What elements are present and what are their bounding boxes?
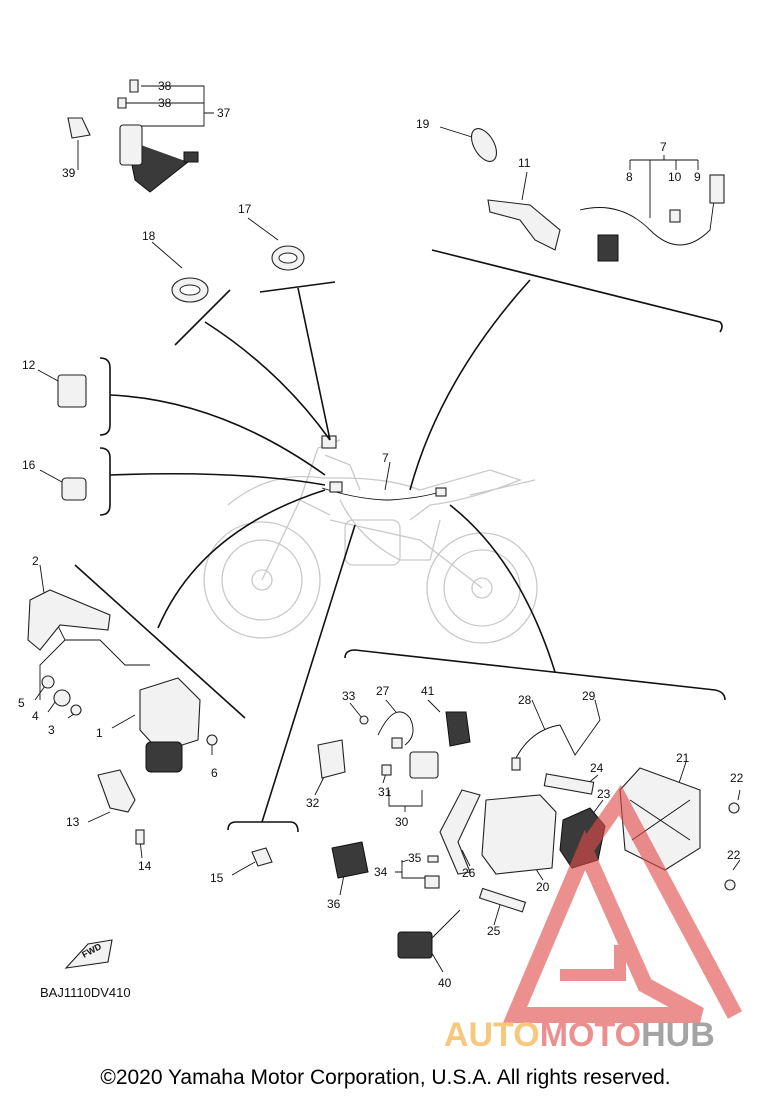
label-29: 29 (582, 689, 596, 703)
label-17: 17 (238, 202, 252, 216)
svg-text:AUTOMOTOHUB: AUTOMOTOHUB (444, 1016, 715, 1054)
label-38: 38 (158, 79, 172, 93)
watermark-text-auto: AUTO (444, 1016, 540, 1054)
label-34: 34 (374, 865, 388, 879)
label-23: 23 (597, 787, 611, 801)
label-22: 22 (730, 771, 744, 785)
label-15: 15 (210, 871, 224, 885)
label-7: 7 (660, 140, 667, 154)
label-30: 30 (395, 815, 409, 829)
label-37: 37 (217, 106, 231, 120)
part-shapes (27, 79, 740, 969)
label-41: 41 (421, 684, 435, 698)
label-38: 38 (158, 96, 172, 110)
label-25: 25 (487, 924, 501, 938)
label-33: 33 (342, 689, 356, 703)
label-14: 14 (138, 859, 152, 873)
label-2: 2 (32, 554, 39, 568)
watermark-logo: AUTOMOTOHUB (444, 784, 743, 1054)
label-9: 9 (694, 170, 701, 184)
label-5: 5 (18, 696, 25, 710)
copyright-footer: ©2020 Yamaha Motor Corporation, U.S.A. A… (100, 1066, 671, 1089)
label-8: 8 (626, 170, 633, 184)
label-12: 12 (22, 358, 36, 372)
label-3: 3 (48, 723, 55, 737)
label-11: 11 (518, 156, 531, 170)
label-20: 20 (536, 880, 550, 894)
label-4: 4 (32, 709, 39, 723)
label-22: 22 (727, 848, 741, 862)
label-28: 28 (518, 693, 532, 707)
label-26: 26 (462, 866, 476, 880)
label-19: 19 (416, 117, 430, 131)
label-35: 35 (408, 851, 422, 865)
callout-lines (34, 85, 741, 973)
label-6: 6 (211, 766, 218, 780)
motorcycle-outline (203, 439, 538, 644)
label-21: 21 (676, 751, 690, 765)
label-27: 27 (376, 684, 390, 698)
label-7: 7 (382, 451, 389, 465)
watermark-text-hub: HUB (641, 1016, 715, 1054)
drawing-code: BAJ1110DV410 (40, 985, 131, 1000)
watermark-text-moto: MOTO (540, 1016, 641, 1054)
label-13: 13 (66, 815, 80, 829)
label-16: 16 (22, 458, 36, 472)
label-1: 1 (96, 726, 103, 740)
label-24: 24 (590, 761, 604, 775)
part-number-labels: 38 38 37 39 19 11 7 8 10 9 17 18 12 16 7… (18, 79, 744, 990)
label-39: 39 (62, 166, 76, 180)
label-32: 32 (306, 796, 320, 810)
label-31: 31 (378, 785, 392, 799)
label-10: 10 (668, 170, 682, 184)
label-36: 36 (327, 897, 341, 911)
label-18: 18 (142, 229, 156, 243)
label-40: 40 (438, 976, 452, 990)
